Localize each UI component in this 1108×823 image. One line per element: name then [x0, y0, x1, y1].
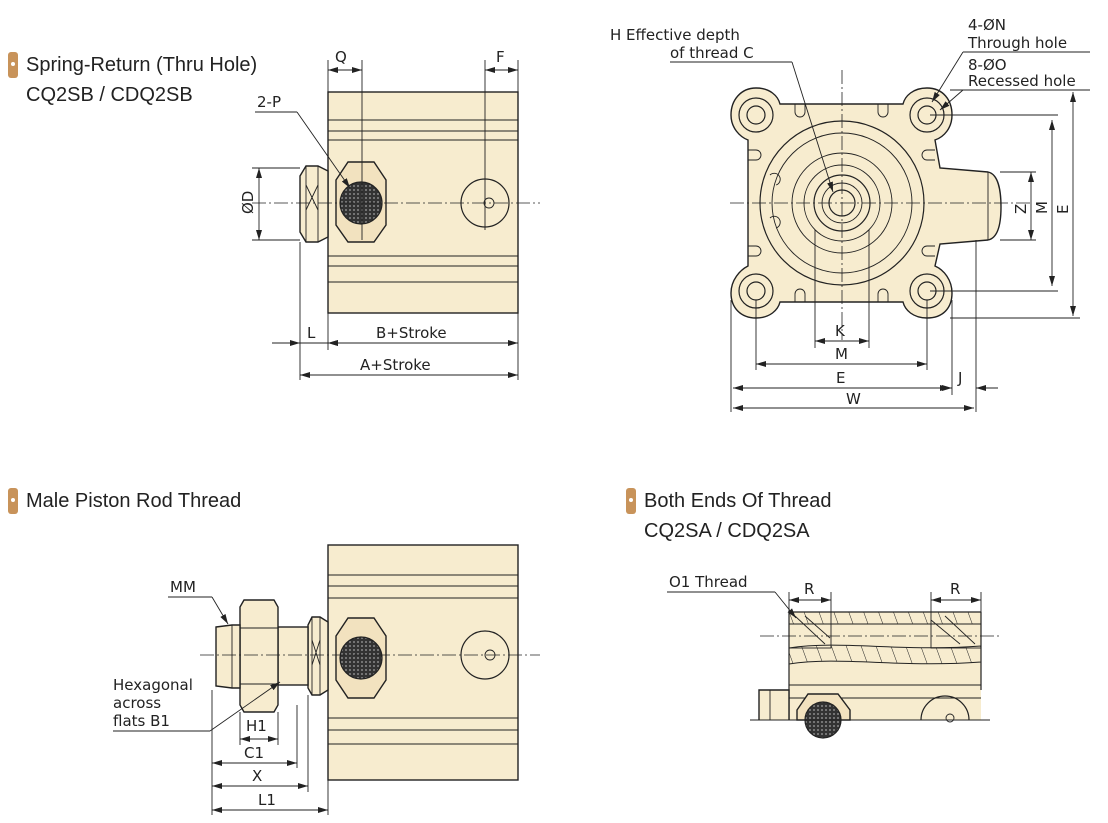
label-hex-line2: across	[113, 694, 161, 712]
heading-both-ends-title: Both Ends Of Thread	[644, 490, 832, 512]
label-A-stroke: A+Stroke	[360, 356, 431, 374]
label-MM: MM	[170, 578, 196, 596]
label-O-line2: Recessed hole	[968, 72, 1076, 90]
label-B-stroke: B+Stroke	[376, 324, 447, 342]
label-H-line2: of thread C	[670, 44, 754, 62]
label-X: X	[252, 767, 262, 785]
label-N-line2: Through hole	[967, 34, 1067, 52]
label-O-line1: 8-ØO	[968, 56, 1007, 74]
label-hex-line3: flats B1	[113, 712, 170, 730]
front-view-drawing: H Effective depth of thread C 4-ØN Throu…	[610, 16, 1090, 412]
label-hex-line1: Hexagonal	[113, 676, 193, 694]
label-K: K	[835, 322, 846, 340]
heading-male-rod-title: Male Piston Rod Thread	[26, 490, 242, 512]
heading-both-ends-model: CQ2SA / CDQ2SA	[644, 520, 810, 542]
bullet-icon	[8, 52, 18, 78]
label-J: J	[957, 369, 962, 387]
heading-male-rod: Male Piston Rod Thread	[8, 486, 241, 516]
label-H-line1: H Effective depth	[610, 26, 740, 44]
label-D: ØD	[239, 191, 257, 214]
label-Q: Q	[335, 48, 347, 66]
heading-spring-return-model: CQ2SB / CDQ2SB	[26, 84, 193, 106]
heading-spring-return: Spring-Return (Thru Hole) CQ2SB / CDQ2SB	[8, 50, 257, 110]
label-H1: H1	[246, 717, 267, 735]
label-R-right: R	[950, 580, 960, 598]
label-M-vertical: M	[1033, 201, 1051, 214]
label-L1: L1	[258, 791, 276, 809]
heading-both-ends: Both Ends Of Thread CQ2SA / CDQ2SA	[626, 486, 832, 546]
label-Z: Z	[1012, 204, 1030, 214]
bullet-icon	[626, 488, 636, 514]
label-O1: O1 Thread	[669, 573, 748, 591]
label-N-line1: 4-ØN	[968, 16, 1006, 34]
label-F: F	[496, 48, 505, 66]
label-E-vertical: E	[1054, 205, 1072, 214]
bullet-icon	[8, 488, 18, 514]
male-rod-drawing: MM Hexagonal across flats B1 H1 C1 X L1	[113, 544, 540, 815]
side-view-drawing: Q F 2-P ØD L B+Stroke A+	[239, 48, 540, 380]
label-L: L	[307, 324, 316, 342]
label-E-horizontal: E	[836, 369, 845, 387]
both-ends-drawing: O1 Thread R R	[667, 573, 1000, 739]
label-R-left: R	[804, 580, 814, 598]
heading-spring-return-title: Spring-Return (Thru Hole)	[26, 54, 258, 76]
label-M-horizontal: M	[835, 345, 848, 363]
label-C1: C1	[244, 744, 264, 762]
label-2P: 2-P	[257, 93, 281, 111]
label-W: W	[846, 390, 861, 408]
